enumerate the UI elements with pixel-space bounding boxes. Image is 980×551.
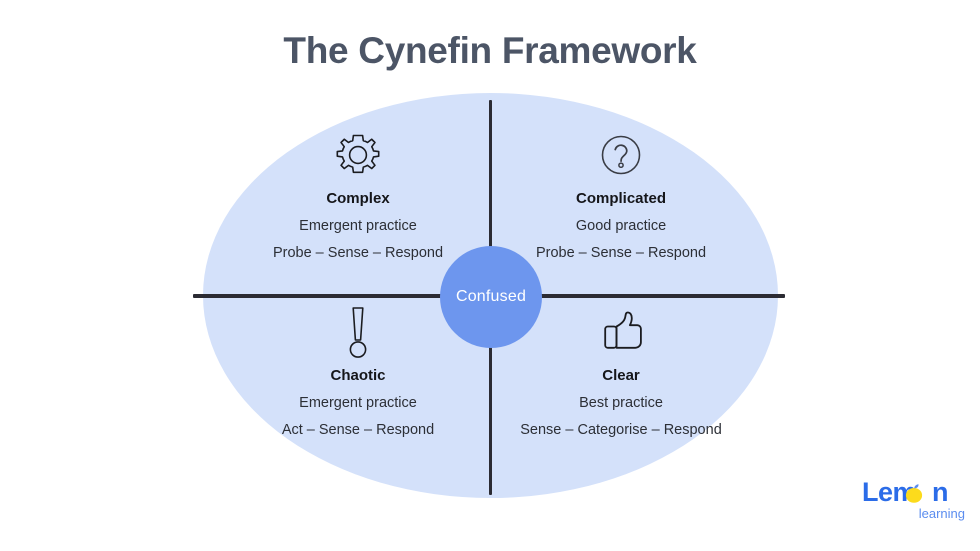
quadrant-title: Chaotic: [330, 367, 386, 384]
quadrant-practice: Best practice: [579, 395, 663, 411]
quadrant-chaotic: Chaotic Emergent practice Act – Sense – …: [208, 303, 508, 438]
thumbs-up-icon: [471, 303, 771, 361]
lemon-icon: [903, 481, 925, 503]
quadrant-flow: Probe – Sense – Respond: [535, 245, 707, 261]
quadrant-title: Clear: [602, 367, 640, 384]
quadrant-complicated: Complicated Good practice Probe – Sense …: [471, 126, 771, 261]
quadrant-title: Complex: [326, 190, 390, 207]
center-confused-circle: Confused: [440, 246, 542, 348]
quadrant-complex: Complex Emergent practice Probe – Sense …: [208, 126, 508, 261]
question-mark-circle-icon: [471, 126, 771, 184]
quadrant-practice: Good practice: [575, 218, 667, 234]
quadrant-flow: Act – Sense – Respond: [281, 422, 435, 438]
lemon-learning-logo[interactable]: Lemon learning: [862, 478, 966, 524]
quadrant-practice: Emergent practice: [299, 218, 417, 234]
quadrant-title: Complicated: [575, 190, 666, 207]
quadrant-flow: Probe – Sense – Respond: [272, 245, 444, 261]
exclamation-mark-icon: [208, 303, 508, 361]
quadrant-practice: Emergent practice: [299, 395, 417, 411]
page-title: The Cynefin Framework: [283, 30, 697, 71]
quadrant-flow: Sense – Categorise – Respond: [520, 422, 722, 438]
logo-wordmark: Lemon: [862, 478, 966, 506]
center-label: Confused: [455, 288, 527, 305]
gear-icon: [208, 126, 508, 184]
logo-subtitle: learning: [918, 506, 965, 521]
quadrant-clear: Clear Best practice Sense – Categorise –…: [471, 303, 771, 438]
logo-word-after: n: [932, 477, 949, 507]
